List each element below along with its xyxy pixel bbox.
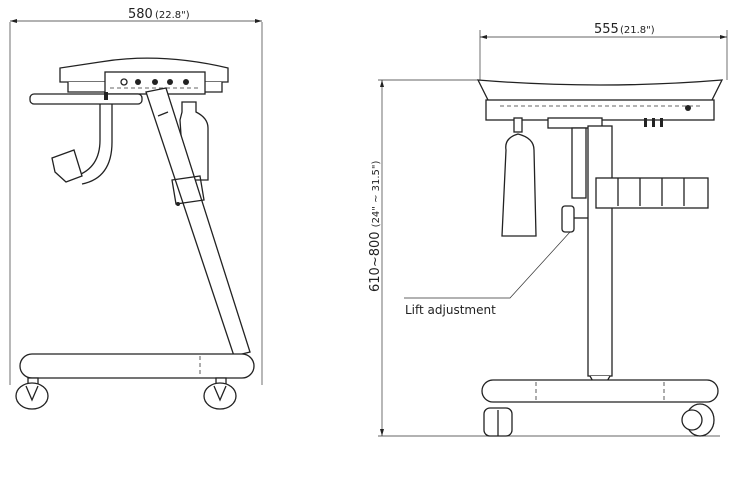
height-label: 610~800 (24" ~ 31.5") <box>368 161 383 292</box>
front-width-inch: (21.8") <box>620 25 655 36</box>
side-width-inch: (22.8") <box>155 10 190 21</box>
width-dimension-580: 580 (22.8") <box>9 7 263 385</box>
front-width-label: 555 <box>594 22 619 37</box>
side-view: 580 (22.8") <box>9 7 263 410</box>
caster <box>203 377 237 410</box>
caster <box>483 407 513 437</box>
caster <box>15 377 49 410</box>
height-dimension: 610~800 (24" ~ 31.5") <box>368 79 720 437</box>
lift-adjustment-callout: Lift adjustment <box>405 303 496 317</box>
width-dimension-555: 555 (21.8") <box>479 22 728 80</box>
caster <box>681 403 715 437</box>
front-view: 555 (21.8") 610~800 (24" ~ 31.5") <box>368 22 728 437</box>
side-width-label: 580 <box>128 7 153 22</box>
